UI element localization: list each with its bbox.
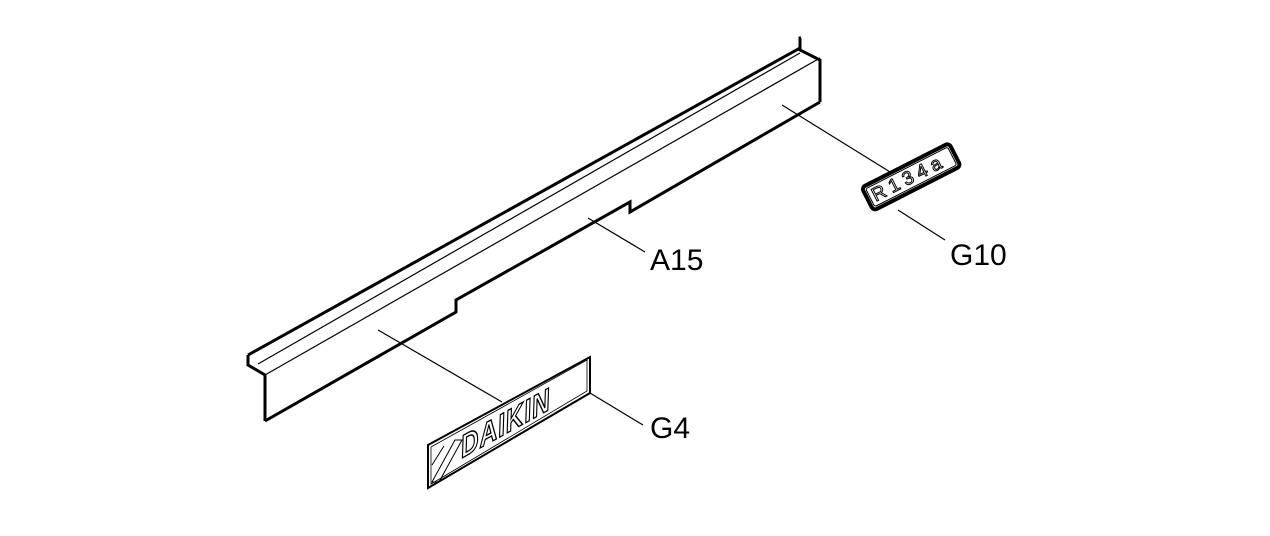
part-label-g10: G10 [950, 239, 1007, 272]
rail-part-a15 [246, 36, 822, 423]
leader-line-a15 [587, 217, 646, 253]
leader-line-g10-upper [781, 104, 896, 176]
decal-g4-daikin: DAIKIN [427, 355, 591, 490]
decal-g10-r134a: R134a [861, 142, 962, 212]
leader-line-g4-upper [377, 329, 503, 403]
leader-line-g10-lower [897, 209, 946, 241]
leader-line-g4-lower [589, 392, 644, 426]
part-label-a15: A15 [650, 244, 703, 277]
part-label-g4: G4 [650, 412, 690, 445]
